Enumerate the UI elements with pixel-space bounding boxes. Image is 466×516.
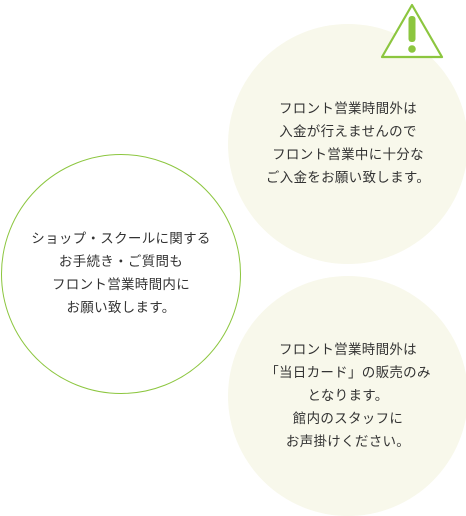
notice-line: フロント営業時間外は xyxy=(279,101,417,117)
notice-line: お願い致します。 xyxy=(66,300,176,316)
notice-line: 入金が行えませんので xyxy=(279,124,417,140)
notice-circle-shop-school: ショップ・スクールに関する お手続き・ご質問も フロント営業時間内に お願い致し… xyxy=(1,154,241,394)
notice-text-day-card: フロント営業時間外は 「当日カード」の販売のみ となります。 館内のスタッフに … xyxy=(265,339,431,454)
notice-line: お声掛けください。 xyxy=(285,433,411,450)
notice-line: 「当日カード」の販売のみ xyxy=(265,364,431,381)
notice-circle-day-card: フロント営業時間外は 「当日カード」の販売のみ となります。 館内のスタッフに … xyxy=(228,276,466,516)
notice-line: ご入金をお願い致します。 xyxy=(265,170,431,186)
notice-line: フロント営業時間内に xyxy=(52,277,190,293)
notice-line: ショップ・スクールに関する xyxy=(31,231,211,247)
notice-line: フロント営業中に十分な xyxy=(272,147,424,163)
notice-circle-deposit: フロント営業時間外は 入金が行えませんので フロント営業中に十分な ご入金をお願… xyxy=(228,24,466,264)
notice-line: 館内のスタッフに xyxy=(292,410,404,427)
notice-line: となります。 xyxy=(307,387,389,404)
notice-line: フロント営業時間外は xyxy=(278,341,417,358)
warning-triangle-icon xyxy=(380,3,444,59)
notice-line: お手続き・ご質問も xyxy=(58,254,184,270)
notice-text-shop-school: ショップ・スクールに関する お手続き・ご質問も フロント営業時間内に お願い致し… xyxy=(31,228,210,320)
notice-text-deposit: フロント営業時間外は 入金が行えませんので フロント営業中に十分な ご入金をお願… xyxy=(266,98,430,190)
